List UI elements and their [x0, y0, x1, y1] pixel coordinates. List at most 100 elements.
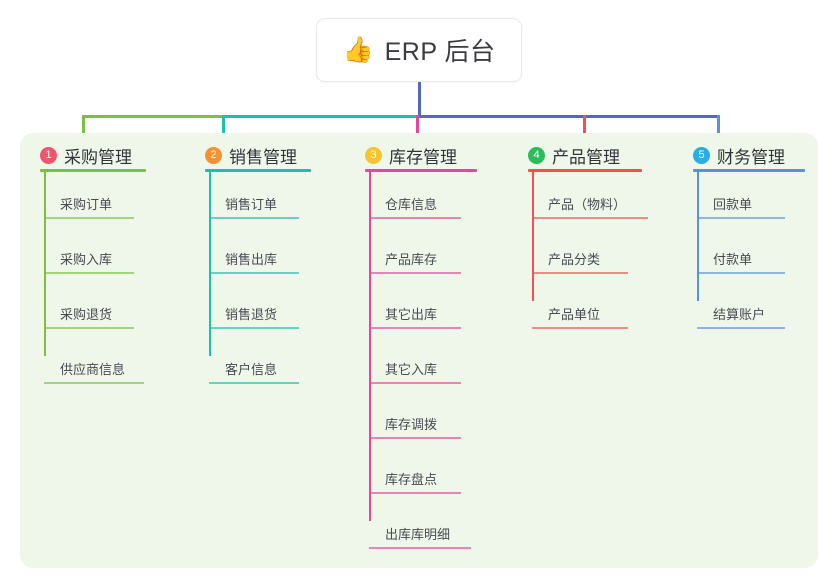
menu-item[interactable]: 其它入库 — [369, 354, 461, 384]
menu-item-label: 出库库明细 — [385, 527, 451, 542]
menu-item[interactable]: 其它出库 — [369, 299, 461, 329]
connector-bus-segment-1 — [82, 115, 224, 118]
column-badge-3: 3 — [365, 147, 382, 164]
column-spine-1 — [44, 169, 46, 356]
column-header-2[interactable]: 2 销售管理 — [205, 143, 297, 168]
menu-item-rule — [369, 272, 461, 274]
column-header-5[interactable]: 5 财务管理 — [693, 143, 785, 168]
menu-item[interactable]: 付款单 — [697, 244, 785, 274]
menu-item-rule — [44, 217, 134, 219]
root-node[interactable]: 👍 ERP 后台 — [316, 18, 522, 82]
menu-item[interactable]: 库存调拨 — [369, 409, 461, 439]
menu-item-label: 库存盘点 — [385, 472, 438, 487]
column-spine-2 — [209, 169, 211, 356]
column-badge-2: 2 — [205, 147, 222, 164]
column-rule-5 — [693, 169, 805, 172]
root-node-content: 👍 ERP 后台 — [342, 32, 495, 68]
menu-item[interactable]: 采购订单 — [44, 189, 134, 219]
column-badge-5: 5 — [693, 147, 710, 164]
menu-item-label: 供应商信息 — [60, 362, 126, 377]
menu-item[interactable]: 回款单 — [697, 189, 785, 219]
column-header-3[interactable]: 3 库存管理 — [365, 143, 457, 168]
menu-item-label: 结算账户 — [713, 307, 766, 322]
menu-item[interactable]: 销售出库 — [209, 244, 299, 274]
menu-item[interactable]: 结算账户 — [697, 299, 785, 329]
menu-item[interactable]: 采购入库 — [44, 244, 134, 274]
menu-item[interactable]: 产品分类 — [532, 244, 628, 274]
menu-item-label: 客户信息 — [225, 362, 278, 377]
menu-item[interactable]: 产品库存 — [369, 244, 461, 274]
menu-item-rule — [369, 382, 461, 384]
menu-item-rule — [209, 382, 299, 384]
menu-item[interactable]: 库存盘点 — [369, 464, 461, 494]
menu-item-rule — [369, 437, 461, 439]
menu-item-rule — [532, 217, 648, 219]
menu-item[interactable]: 供应商信息 — [44, 354, 144, 384]
menu-item-rule — [532, 327, 628, 329]
column-4: 4 产品管理产品（物料） 产品分类产品单位 — [528, 133, 682, 568]
menu-item-label: 销售出库 — [225, 252, 278, 267]
column-rule-1 — [40, 169, 146, 172]
menu-item-rule — [369, 492, 461, 494]
menu-item-rule — [697, 272, 785, 274]
menu-item-label: 付款单 — [713, 252, 753, 267]
menu-item-label: 产品（物料） — [548, 197, 627, 212]
column-title-2: 销售管理 — [229, 148, 297, 167]
column-2: 2 销售管理销售订单销售出库销售退货客户信息 — [205, 133, 351, 568]
menu-item-rule — [369, 547, 471, 549]
menu-item[interactable]: 仓库信息 — [369, 189, 461, 219]
page-title: ERP 后台 — [384, 38, 496, 66]
menu-item[interactable]: 采购退货 — [44, 299, 134, 329]
menu-item-label: 采购退货 — [60, 307, 113, 322]
column-title-5: 财务管理 — [717, 148, 785, 167]
menu-item-label: 仓库信息 — [385, 197, 438, 212]
column-badge-1: 1 — [40, 147, 57, 164]
column-spine-4 — [532, 169, 534, 301]
menu-item[interactable]: 出库库明细 — [369, 519, 471, 549]
menu-item-label: 销售订单 — [225, 197, 278, 212]
connector-root-drop — [418, 82, 421, 117]
menu-item-rule — [44, 327, 134, 329]
column-title-3: 库存管理 — [389, 148, 457, 167]
menu-item[interactable]: 产品单位 — [532, 299, 628, 329]
menu-item-label: 采购订单 — [60, 197, 113, 212]
menu-item-label: 采购入库 — [60, 252, 113, 267]
menu-item-rule — [209, 272, 299, 274]
column-3: 3 库存管理仓库信息产品库存其它出库其它入库库存调拨库存盘点出库库明细 — [365, 133, 517, 568]
menu-item-label: 销售退货 — [225, 307, 278, 322]
column-header-4[interactable]: 4 产品管理 — [528, 143, 620, 168]
connector-drop-col4 — [583, 115, 586, 142]
menu-item-rule — [44, 382, 144, 384]
menu-item-label: 产品单位 — [548, 307, 601, 322]
menu-item[interactable]: 产品（物料） — [532, 189, 648, 219]
menu-item-label: 产品库存 — [385, 252, 438, 267]
menu-item-label: 产品分类 — [548, 252, 601, 267]
menu-item[interactable]: 销售订单 — [209, 189, 299, 219]
menu-item-label: 其它出库 — [385, 307, 438, 322]
menu-item-rule — [369, 327, 461, 329]
thumbs-up-icon: 👍 — [342, 35, 374, 64]
menu-item-label: 其它入库 — [385, 362, 438, 377]
column-title-4: 产品管理 — [552, 148, 620, 167]
column-badge-4: 4 — [528, 147, 545, 164]
menu-item-label: 库存调拨 — [385, 417, 438, 432]
menu-item[interactable]: 客户信息 — [209, 354, 299, 384]
menu-item-rule — [369, 217, 461, 219]
column-rule-2 — [205, 169, 311, 172]
connector-bus-segment-2 — [222, 115, 418, 118]
menu-item-rule — [532, 272, 628, 274]
menu-item[interactable]: 销售退货 — [209, 299, 299, 329]
connector-drop-col5 — [717, 115, 720, 142]
menu-item-rule — [697, 217, 785, 219]
connector-bus-segment-3 — [418, 115, 720, 118]
menu-item-rule — [44, 272, 134, 274]
menu-item-rule — [209, 217, 299, 219]
column-5: 5 财务管理回款单付款单结算账户 — [693, 133, 839, 568]
menu-item-rule — [697, 327, 785, 329]
menu-item-rule — [209, 327, 299, 329]
column-spine-5 — [697, 169, 699, 301]
column-rule-3 — [365, 169, 477, 172]
